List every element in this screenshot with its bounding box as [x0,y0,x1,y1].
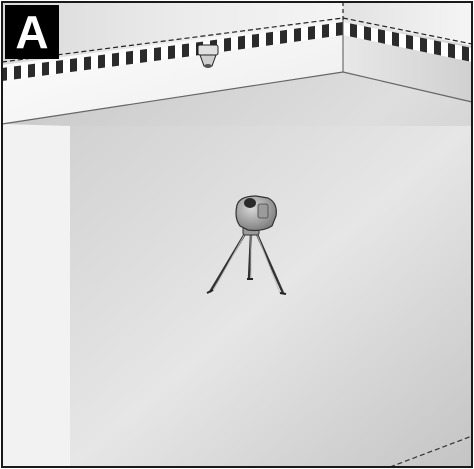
laser-stripe-left [2,42,200,81]
projection-panel [70,126,472,467]
ceiling-right [343,2,472,46]
ceiling-target [197,44,219,68]
tripod-laser-level [206,195,287,295]
ceiling-wall-edge-left [1,71,344,125]
figure-label: A [5,5,59,59]
laser-stripe-middle [200,22,343,55]
laser-stripe-right [343,22,472,62]
left-wall-front [2,124,70,467]
ceiling-wall-edge-right [342,71,473,103]
ceiling-left [2,2,343,65]
floor-laser-line [389,435,473,468]
ceiling-laser-line-right [342,17,473,45]
